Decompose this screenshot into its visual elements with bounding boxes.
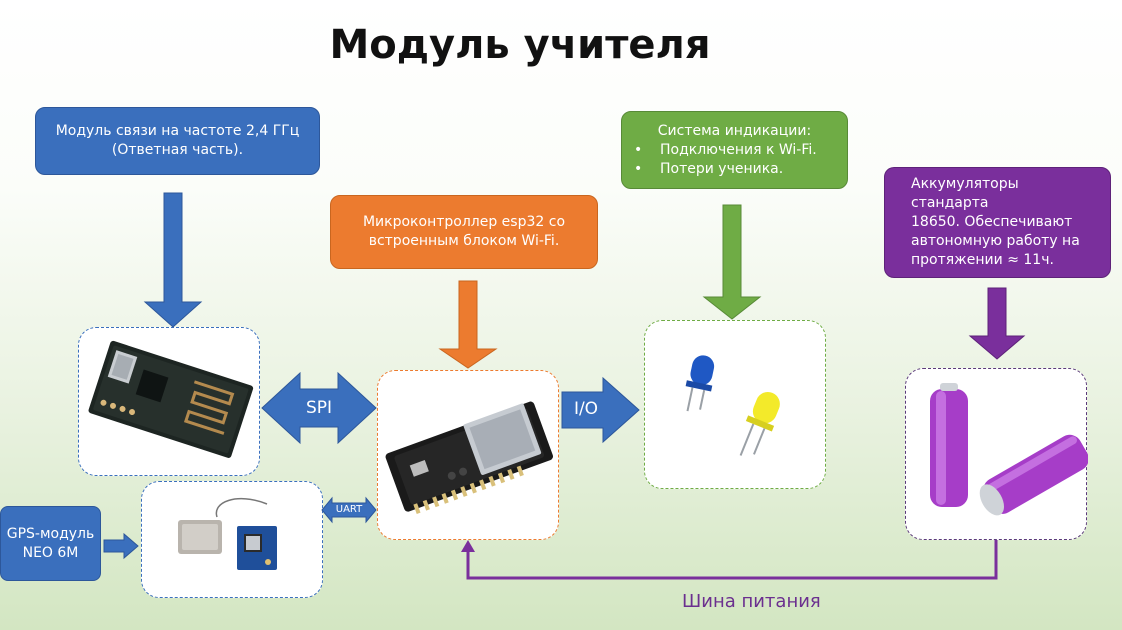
uart-label: UART [335,504,363,515]
battery-18650-image [930,383,1088,516]
down-arrow-indication [702,204,762,320]
indication-label-box: Система индикации: Подключения к Wi-Fi. … [621,111,848,189]
gps-neo6m-image [178,497,277,570]
battery-label-line3: автономную работу на [911,233,1080,249]
radio-module-label-line2: (Ответная часть). [111,142,244,158]
mcu-label-line1: Микроконтроллер esp32 со [362,214,566,230]
indication-item-wifi: Подключения к Wi-Fi. [632,141,837,160]
spi-label: SPI [305,398,333,418]
gps-label-line2: NEO 6M [22,544,79,561]
power-bus-arrowhead [461,540,475,552]
radio-module-label-line1: Модуль связи на частоте 2,4 ГГц [55,123,300,139]
radio-module-label-box: Модуль связи на частоте 2,4 ГГц (Ответна… [35,107,320,175]
radio-module-frame [78,327,260,476]
down-arrow-radio [143,192,203,328]
mcu-label-box: Микроконтроллер esp32 со встроенным блок… [330,195,598,269]
spi-double-arrow [261,371,377,445]
io-arrow [561,376,640,444]
mcu-label-line2: встроенным блоком Wi-Fi. [368,233,560,249]
battery-label-line1: Аккумуляторы стандарта [911,176,1019,211]
power-bus-line [466,540,998,580]
page-title: Модуль учителя [329,22,711,68]
indication-heading: Система индикации: [657,122,812,139]
gps-arrow [103,532,139,560]
led-frame [644,320,826,489]
down-arrow-mcu [438,280,498,369]
battery-label-line4: протяжении ≈ 11ч. [911,252,1054,268]
down-arrow-battery [968,287,1026,360]
indication-item-student-loss: Потери ученика. [632,160,837,179]
esp32-frame [377,370,559,540]
gps-label-box: GPS-модуль NEO 6M [0,506,101,581]
battery-frame [905,368,1088,540]
led-image [685,355,780,456]
esp32-board-image [385,401,553,515]
io-label: I/O [573,399,599,419]
nrf24-module-image [88,340,254,458]
gps-module-frame [141,481,323,598]
battery-label-box: Аккумуляторы стандарта 18650. Обеспечива… [884,167,1111,278]
power-bus-label: Шина питания [682,591,821,612]
indication-list: Подключения к Wi-Fi. Потери ученика. [632,141,837,179]
battery-label-line2: 18650. Обеспечивают [911,214,1073,230]
uart-double-arrow [321,496,377,524]
gps-label-line1: GPS-модуль [6,525,95,542]
